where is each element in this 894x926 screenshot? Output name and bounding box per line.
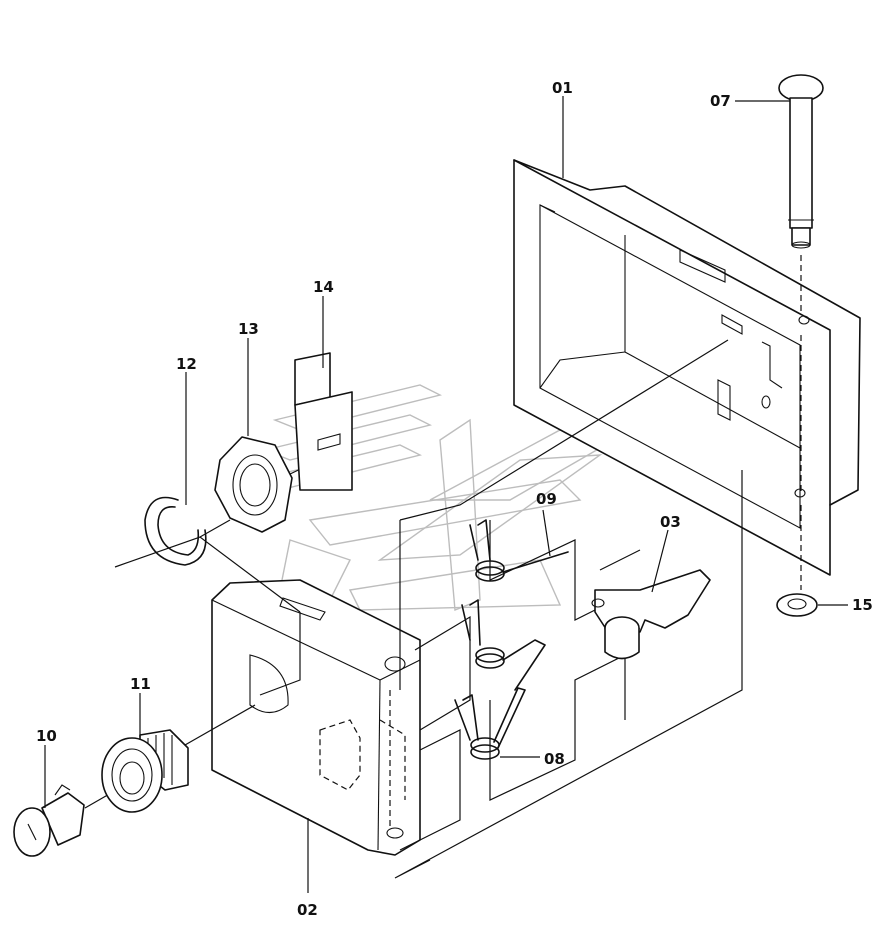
snap-ring bbox=[144, 496, 207, 566]
latch-lever bbox=[591, 569, 711, 660]
label-02: 02 bbox=[297, 901, 318, 919]
key-cylinder bbox=[13, 784, 85, 857]
torsion-springs bbox=[454, 519, 569, 760]
part-labels: 01 02 03 07 08 09 10 11 12 13 14 15 bbox=[36, 79, 873, 919]
cylinder-sleeve bbox=[101, 729, 189, 813]
label-14: 14 bbox=[313, 278, 334, 296]
label-09: 09 bbox=[536, 490, 557, 508]
e-ring bbox=[776, 593, 818, 617]
label-01: 01 bbox=[552, 79, 573, 97]
pin bbox=[778, 74, 824, 590]
label-07: 07 bbox=[710, 92, 731, 110]
label-leaders bbox=[44, 96, 848, 893]
label-08: 08 bbox=[544, 750, 565, 768]
label-11: 11 bbox=[130, 675, 151, 693]
housing bbox=[513, 159, 861, 576]
label-03: 03 bbox=[660, 513, 681, 531]
nut bbox=[214, 436, 293, 533]
label-10: 10 bbox=[36, 727, 57, 745]
label-15: 15 bbox=[852, 596, 873, 614]
label-12: 12 bbox=[176, 355, 197, 373]
label-13: 13 bbox=[238, 320, 259, 338]
lock-body bbox=[211, 579, 421, 856]
plate bbox=[294, 352, 353, 491]
